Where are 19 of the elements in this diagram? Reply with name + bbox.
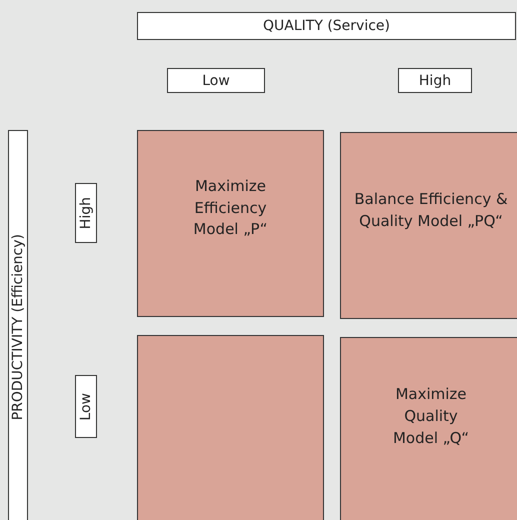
axis-title [8, 130, 28, 520]
axis-label: High [418, 72, 452, 90]
cell-text: Balance Efficiency & Quality Model „PQ“ [353, 188, 509, 232]
axis-level [167, 68, 265, 93]
matrix-cell [137, 130, 324, 317]
axis-label: PRODUCTIVITY (Efficiency) [9, 233, 27, 423]
axis-level [398, 68, 472, 93]
axis-level [75, 375, 97, 438]
axis-label: Low [201, 72, 231, 90]
cell-text: Maximize Efficiency Model „P“ [192, 176, 269, 240]
matrix-cell [340, 132, 517, 319]
axis-label: QUALITY (Service) [262, 17, 391, 36]
axis-label: Low [77, 392, 95, 422]
axis-label: High [77, 196, 95, 232]
empty-matrix-cell [137, 335, 324, 520]
axis-level [75, 183, 97, 243]
cell-text: Maximize Quality Model „Q“ [392, 384, 470, 449]
axis-title [137, 12, 516, 40]
matrix-cell [340, 337, 517, 520]
